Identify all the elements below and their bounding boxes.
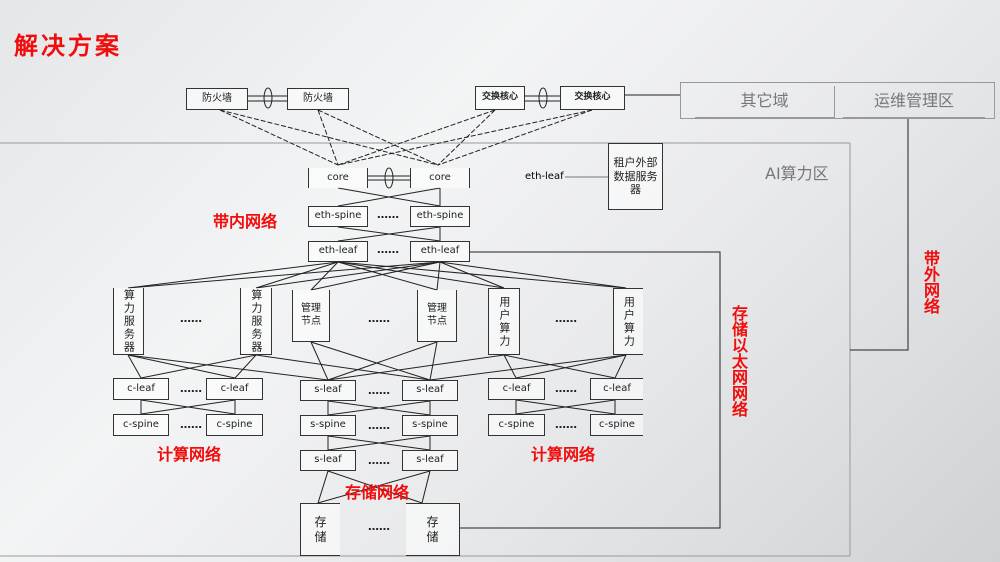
c-spine-3: c-spine xyxy=(488,414,545,436)
s-leaf-2: s-leaf xyxy=(402,380,458,401)
firewall-1: 防火墙 xyxy=(186,88,248,110)
c-spine-2: c-spine xyxy=(206,414,263,436)
outband-network-label: 带外网络 xyxy=(921,250,940,314)
ellipsis: …… xyxy=(180,418,202,431)
ellipsis: …… xyxy=(368,312,390,325)
compute-network-label-right: 计算网络 xyxy=(531,445,596,464)
ai-zone-label: AI算力区 xyxy=(765,164,829,183)
c-leaf-1: c-leaf xyxy=(113,378,169,400)
tenant-data-server: 租户外部数据服务器 xyxy=(608,143,663,210)
switch-core-2: 交换核心 xyxy=(560,86,625,110)
storage-2: 存储 xyxy=(406,503,460,556)
s-leaf-1: s-leaf xyxy=(300,380,356,401)
core-1: core xyxy=(308,168,368,188)
s-leaf-4: s-leaf xyxy=(402,450,458,471)
storage-network-label: 存储网络 xyxy=(345,483,410,502)
mgmt-node-1: 管理节点 xyxy=(292,290,330,342)
mgmt-node-2: 管理节点 xyxy=(417,290,457,342)
ellipsis: …… xyxy=(555,382,577,395)
ellipsis: …… xyxy=(377,243,399,256)
ellipsis: …… xyxy=(180,382,202,395)
ellipsis: …… xyxy=(368,520,390,533)
switch-core-1: 交换核心 xyxy=(475,86,525,110)
ellipsis: …… xyxy=(368,454,390,467)
core-2: core xyxy=(410,168,470,188)
ops-zone: 运维管理区 xyxy=(843,86,985,118)
c-spine-1: c-spine xyxy=(113,414,169,436)
inband-network-label: 带内网络 xyxy=(213,212,278,231)
compute-network-label-left: 计算网络 xyxy=(157,445,222,464)
eth-spine-2: eth-spine xyxy=(410,206,470,227)
storage-ethernet-label: 存储以太网网络 xyxy=(729,305,748,417)
c-leaf-2: c-leaf xyxy=(206,378,263,400)
c-leaf-3: c-leaf xyxy=(488,378,545,400)
page-title: 解决方案 xyxy=(14,32,122,60)
ellipsis: …… xyxy=(377,208,399,221)
other-domain: 其它域 xyxy=(695,86,835,118)
ellipsis: …… xyxy=(555,312,577,325)
ellipsis: …… xyxy=(368,384,390,397)
eth-leaf-1: eth-leaf xyxy=(308,241,368,262)
eth-leaf-external: eth-leaf xyxy=(525,171,564,182)
s-spine-2: s-spine xyxy=(402,415,458,436)
storage-1: 存储 xyxy=(300,503,340,556)
compute-server-2: 算力服务器 xyxy=(240,288,272,355)
external-zone xyxy=(680,82,995,119)
s-spine-1: s-spine xyxy=(300,415,356,436)
user-compute-1: 用户算力 xyxy=(488,288,520,355)
c-spine-4: c-spine xyxy=(590,414,643,436)
c-leaf-4: c-leaf xyxy=(590,378,643,400)
ellipsis: …… xyxy=(180,312,202,325)
firewall-2: 防火墙 xyxy=(287,88,349,110)
s-leaf-3: s-leaf xyxy=(300,450,356,471)
user-compute-2: 用户算力 xyxy=(613,288,643,355)
eth-leaf-2: eth-leaf xyxy=(410,241,470,262)
ellipsis: …… xyxy=(555,418,577,431)
eth-spine-1: eth-spine xyxy=(308,206,368,227)
ellipsis: …… xyxy=(368,419,390,432)
compute-server-1: 算力服务器 xyxy=(113,288,144,355)
